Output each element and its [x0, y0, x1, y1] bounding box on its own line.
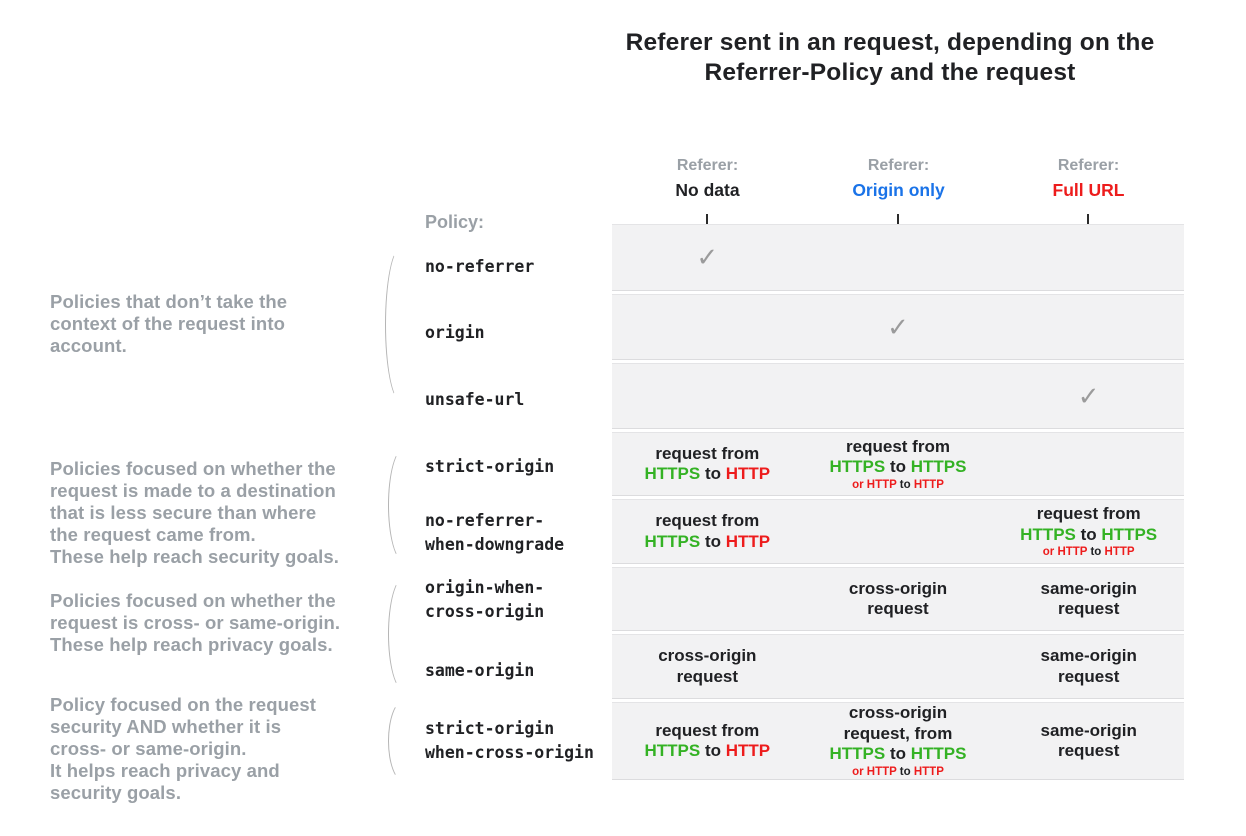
policy-origin-when-cross-origin: origin-when- cross-origin	[425, 578, 545, 621]
policy-origin: origin	[425, 323, 485, 342]
cell-text-line: cross-origin	[848, 578, 948, 598]
policy-no-referrer: no-referrer	[425, 257, 535, 276]
table-cell	[612, 295, 803, 359]
cell-text-line: request, from	[843, 723, 953, 743]
cell-text-line: request	[1057, 741, 1120, 760]
policy-column-label: Policy:	[425, 212, 485, 232]
cell-text-line: request from	[655, 443, 760, 463]
column-header-origin-only: Referer: Origin only	[803, 153, 994, 203]
policy-strict-origin-when-cross-origin: strict-origin when-cross-origin	[425, 719, 594, 762]
cell-text-line: or HTTP to HTTP	[852, 478, 944, 491]
referer-value-no-data: No data	[675, 180, 740, 200]
table-row: ✓	[612, 363, 1184, 429]
check-icon: ✓	[1077, 380, 1100, 411]
annotation-privacy-goals: Policies focused on whether the request …	[50, 590, 341, 655]
table-cell	[993, 295, 1184, 359]
column-tick-icon	[897, 214, 899, 227]
cell-text-line: request	[1057, 666, 1120, 686]
group-brace-icon	[388, 577, 420, 691]
annotation-security-goals: Policies focused on whether the request …	[50, 458, 340, 567]
table-cell	[803, 225, 994, 290]
cell-text-line: request from	[655, 720, 760, 740]
cell-text-line: request	[676, 666, 739, 686]
policy-no-referrer-when-downgrade: no-referrer- when-downgrade	[425, 511, 565, 554]
column-header-full-url: Referer: Full URL	[993, 153, 1184, 203]
group-brace-icon	[385, 247, 417, 402]
cell-text-line: request from	[1036, 504, 1141, 523]
column-header-no-data: Referer: No data	[612, 153, 803, 203]
annotation-privacy-and-security: Policy focused on the request security A…	[50, 694, 317, 803]
group-brace-icon	[388, 700, 420, 782]
referer-label: Referer:	[676, 157, 739, 174]
cell-text-line: same-origin	[1040, 720, 1137, 740]
cell-text-line: HTTPS to HTTPS	[829, 744, 967, 764]
table-cell: ✓	[803, 295, 994, 359]
table-cell: ✓	[612, 225, 803, 290]
cell-text-line: or HTTP to HTTP	[852, 765, 944, 778]
cell-text-line: request from	[846, 436, 950, 456]
policy-same-origin: same-origin	[425, 661, 535, 680]
column-tick-icon	[706, 214, 708, 227]
table-cell	[612, 364, 803, 428]
cell-text-line: request from	[655, 511, 760, 530]
check-icon: ✓	[696, 242, 719, 272]
table-cell	[612, 568, 803, 630]
table-cell	[993, 225, 1184, 290]
table-cell	[803, 635, 994, 698]
group-brace-icon	[388, 448, 420, 562]
cell-text-line: cross-origin	[658, 646, 757, 665]
annotation-no-context: Policies that don’t take the context of …	[50, 291, 288, 356]
policy-strict-origin: strict-origin	[425, 457, 555, 476]
referer-label: Referer:	[867, 157, 930, 174]
cell-text-line: request	[867, 599, 929, 618]
check-icon: ✓	[887, 311, 909, 342]
table-row: ✓	[612, 224, 1184, 291]
diagram-title: Referer sent in an request, depending on…	[625, 29, 1155, 86]
table-cell	[803, 500, 994, 563]
cell-text-line: cross-origin	[848, 703, 948, 723]
referer-value-origin-only: Origin only	[852, 180, 945, 200]
table-cell	[803, 364, 994, 428]
table-cell	[993, 433, 1184, 495]
cell-text-line: HTTPS to HTTP	[644, 464, 771, 483]
cell-text-line: HTTPS to HTTPS	[829, 457, 967, 476]
referer-value-full-url: Full URL	[1052, 180, 1125, 200]
cell-text-line: or HTTP to HTTP	[1042, 546, 1135, 558]
cell-text-line: request	[1057, 599, 1120, 618]
cell-text-line: HTTPS to HTTPS	[1020, 524, 1158, 544]
column-tick-icon	[1087, 214, 1089, 227]
cell-text-line: same-origin	[1040, 578, 1137, 598]
table-row: ✓	[612, 294, 1184, 360]
referer-label: Referer:	[1057, 157, 1120, 174]
policy-unsafe-url: unsafe-url	[425, 390, 525, 409]
cell-text-line: HTTPS to HTTP	[644, 741, 771, 760]
table-cell: ✓	[993, 364, 1184, 428]
cell-text-line: same-origin	[1040, 646, 1137, 665]
cell-text-line: HTTPS to HTTP	[644, 531, 771, 551]
